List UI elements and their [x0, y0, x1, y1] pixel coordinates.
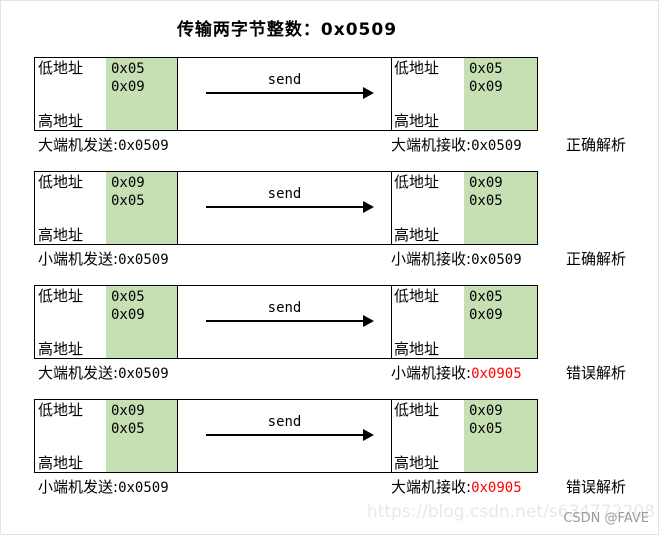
sender-byte-column: 0x09 0x05 [106, 172, 178, 244]
sender-byte-1: 0x05 [111, 421, 145, 437]
receiver-caption: 大端机接收:0x0905 [391, 476, 522, 497]
receiver-byte-column: 0x09 0x05 [464, 172, 537, 244]
sender-byte-0: 0x05 [111, 289, 145, 305]
send-label: send [267, 186, 302, 202]
sender-caption: 小端机发送:0x0509 [38, 248, 169, 269]
receiver-byte-0: 0x09 [469, 403, 503, 419]
receiver-byte-column: 0x05 0x09 [464, 286, 537, 358]
sender-caption-value: 0x0509 [118, 366, 169, 382]
send-label: send [267, 414, 302, 430]
watermark-url: https://blog.csdn.net/s634772208 [366, 502, 655, 522]
receiver-caption-value: 0x0509 [471, 252, 522, 268]
receiver-byte-1: 0x09 [469, 307, 503, 323]
sender-high-address-label: 高地址 [38, 454, 84, 472]
receiver-byte-0: 0x05 [469, 61, 503, 77]
receiver-high-address-label: 高地址 [394, 112, 440, 130]
receiver-byte-1: 0x09 [469, 79, 503, 95]
memory-transfer-box: 低地址 高地址 0x05 0x09 send 低地址 高地址 0x05 0x09 [34, 285, 538, 359]
sender-byte-0: 0x09 [111, 175, 145, 191]
send-arrow-icon [206, 315, 374, 327]
receiver-low-address-label: 低地址 [394, 173, 440, 191]
memory-transfer-box: 低地址 高地址 0x05 0x09 send 低地址 高地址 0x05 0x09 [34, 57, 538, 131]
verdict-label: 正确解析 [566, 250, 627, 268]
endian-transfer-row: 低地址 高地址 0x09 0x05 send 低地址 高地址 0x09 0x05… [1, 171, 658, 285]
verdict-label: 错误解析 [566, 364, 627, 382]
send-label: send [267, 300, 302, 316]
memory-transfer-box: 低地址 高地址 0x09 0x05 send 低地址 高地址 0x09 0x05 [34, 171, 538, 245]
sender-caption-label: 大端机发送: [38, 136, 119, 154]
send-arrow-icon [206, 87, 374, 99]
receiver-byte-1: 0x05 [469, 193, 503, 209]
receiver-caption: 小端机接收:0x0509 [391, 248, 522, 269]
receiver-low-address-label: 低地址 [394, 401, 440, 419]
receiver-caption-value: 0x0905 [471, 366, 522, 382]
sender-low-address-label: 低地址 [38, 173, 84, 191]
receiver-caption: 小端机接收:0x0905 [391, 362, 522, 383]
watermark-credit: CSDN @FAVE [563, 511, 649, 526]
endian-transfer-row: 低地址 高地址 0x09 0x05 send 低地址 高地址 0x09 0x05… [1, 399, 658, 513]
receiver-high-address-label: 高地址 [394, 454, 440, 472]
receiver-high-address-label: 高地址 [394, 340, 440, 358]
receiver-divider-line [391, 58, 392, 130]
sender-caption-value: 0x0509 [118, 252, 169, 268]
receiver-divider-line [391, 286, 392, 358]
sender-byte-0: 0x09 [111, 403, 145, 419]
sender-byte-column: 0x09 0x05 [106, 400, 178, 472]
sender-byte-0: 0x05 [111, 61, 145, 77]
receiver-low-address-label: 低地址 [394, 59, 440, 77]
send-arrow-icon [206, 429, 374, 441]
sender-byte-column: 0x05 0x09 [106, 58, 178, 130]
receiver-caption: 大端机接收:0x0509 [391, 134, 522, 155]
endian-transfer-row: 低地址 高地址 0x05 0x09 send 低地址 高地址 0x05 0x09… [1, 285, 658, 399]
sender-caption-label: 小端机发送: [38, 250, 119, 268]
sender-high-address-label: 高地址 [38, 340, 84, 358]
receiver-divider-line [391, 400, 392, 472]
sender-caption-value: 0x0509 [118, 480, 169, 496]
receiver-caption-value: 0x0509 [471, 138, 522, 154]
sender-low-address-label: 低地址 [38, 59, 84, 77]
receiver-byte-column: 0x09 0x05 [464, 400, 537, 472]
receiver-caption-label: 小端机接收: [391, 250, 472, 268]
verdict-label: 正确解析 [566, 136, 627, 154]
send-arrow-icon [206, 201, 374, 213]
sender-byte-column: 0x05 0x09 [106, 286, 178, 358]
receiver-caption-label: 大端机接收: [391, 136, 472, 154]
receiver-divider-line [391, 172, 392, 244]
receiver-byte-0: 0x05 [469, 289, 503, 305]
sender-high-address-label: 高地址 [38, 112, 84, 130]
receiver-byte-1: 0x05 [469, 421, 503, 437]
receiver-caption-label: 小端机接收: [391, 364, 472, 382]
sender-low-address-label: 低地址 [38, 287, 84, 305]
sender-byte-1: 0x09 [111, 307, 145, 323]
sender-caption: 小端机发送:0x0509 [38, 476, 169, 497]
page-title: 传输两字节整数：0x0509 [176, 20, 398, 40]
memory-transfer-box: 低地址 高地址 0x09 0x05 send 低地址 高地址 0x09 0x05 [34, 399, 538, 473]
sender-caption-label: 大端机发送: [38, 364, 119, 382]
receiver-byte-0: 0x09 [469, 175, 503, 191]
sender-caption: 大端机发送:0x0509 [38, 134, 169, 155]
receiver-high-address-label: 高地址 [394, 226, 440, 244]
sender-byte-1: 0x09 [111, 79, 145, 95]
sender-high-address-label: 高地址 [38, 226, 84, 244]
receiver-caption-label: 大端机接收: [391, 478, 472, 496]
sender-caption-value: 0x0509 [118, 138, 169, 154]
endian-transfer-row: 低地址 高地址 0x05 0x09 send 低地址 高地址 0x05 0x09… [1, 57, 658, 171]
receiver-low-address-label: 低地址 [394, 287, 440, 305]
sender-caption-label: 小端机发送: [38, 478, 119, 496]
sender-low-address-label: 低地址 [38, 401, 84, 419]
sender-caption: 大端机发送:0x0509 [38, 362, 169, 383]
receiver-caption-value: 0x0905 [471, 480, 522, 496]
send-label: send [267, 72, 302, 88]
sender-byte-1: 0x05 [111, 193, 145, 209]
receiver-byte-column: 0x05 0x09 [464, 58, 537, 130]
verdict-label: 错误解析 [566, 478, 627, 496]
